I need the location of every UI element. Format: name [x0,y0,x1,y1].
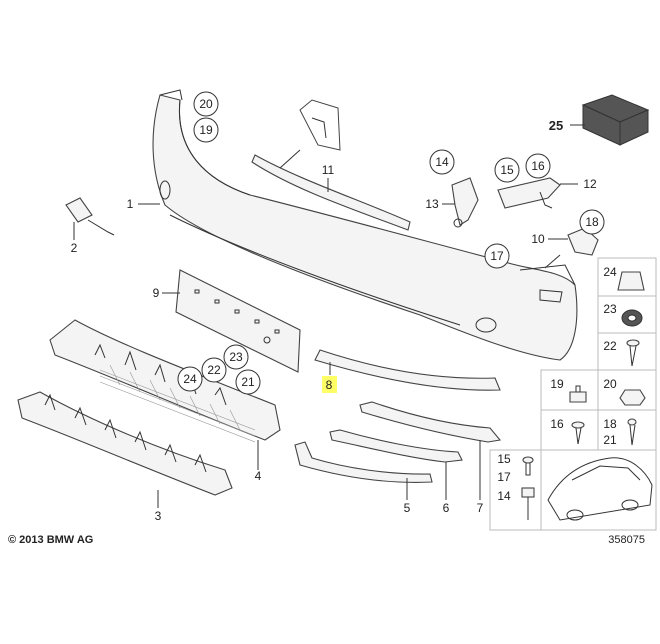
callout-16: 16 [531,159,545,173]
grille-3[interactable] [17,391,233,508]
label-5: 5 [404,501,411,515]
callout-18: 18 [585,215,599,229]
bracket-6[interactable] [329,429,463,500]
callout-20: 20 [199,97,213,111]
legend-15: 15 [497,452,511,466]
callout-22: 22 [207,363,221,377]
label-25: 25 [549,118,563,133]
clip-24-icon [617,271,645,291]
license-plate-bracket[interactable] [162,269,301,373]
trim-strip-11[interactable] [251,99,411,231]
label-6: 6 [443,501,450,515]
label-1: 1 [127,197,134,211]
legend-23: 23 [603,302,617,316]
label-7: 7 [477,501,484,515]
bracket-13[interactable] [442,177,479,228]
label-10: 10 [531,232,545,246]
legend-18: 18 [603,417,617,431]
legend-24: 24 [603,265,617,279]
label-13: 13 [425,197,439,211]
highlight-8 [322,376,337,393]
screw-18-icon [627,418,637,446]
grille-4[interactable] [49,319,281,470]
part-2[interactable] [65,197,115,240]
screw-16-icon [571,421,585,445]
bolt-14-icon [521,487,535,520]
legend-16: 16 [550,417,564,431]
diagram-id: 358075 [608,534,645,546]
label-3: 3 [155,509,162,523]
callout-24: 24 [183,372,197,386]
callout-15: 15 [500,163,514,177]
legend-21: 21 [603,433,617,447]
label-2: 2 [71,241,78,255]
bracket-7[interactable] [359,401,502,500]
legend-17: 17 [497,470,511,484]
legend-19: 19 [550,377,564,391]
callout-23: 23 [229,350,243,364]
rivet-15-icon [522,456,534,476]
nut-19-icon [569,385,587,403]
washer-23-icon [621,309,643,327]
callout-14: 14 [435,155,449,169]
label-12: 12 [583,177,597,191]
callout-21: 21 [241,375,255,389]
copyright-text: © 2013 BMW AG [8,534,93,546]
legend-22: 22 [603,339,617,353]
label-8: 8 [326,378,333,392]
label-4: 4 [255,469,262,483]
label-11: 11 [322,163,335,177]
part-25-box[interactable] [570,94,650,146]
screw-22-icon [626,339,640,367]
label-9: 9 [153,286,160,300]
bumper-cover[interactable] [152,89,578,361]
car-silhouette-icon [547,457,653,521]
legend-14: 14 [497,489,511,503]
bracket-5[interactable] [294,441,433,500]
callout-19: 19 [199,123,213,137]
callout-17: 17 [490,249,504,263]
trim-strip-8[interactable] [314,349,501,391]
bracket-12[interactable] [497,177,578,209]
nut-20-icon [619,389,646,406]
legend-20: 20 [603,377,617,391]
